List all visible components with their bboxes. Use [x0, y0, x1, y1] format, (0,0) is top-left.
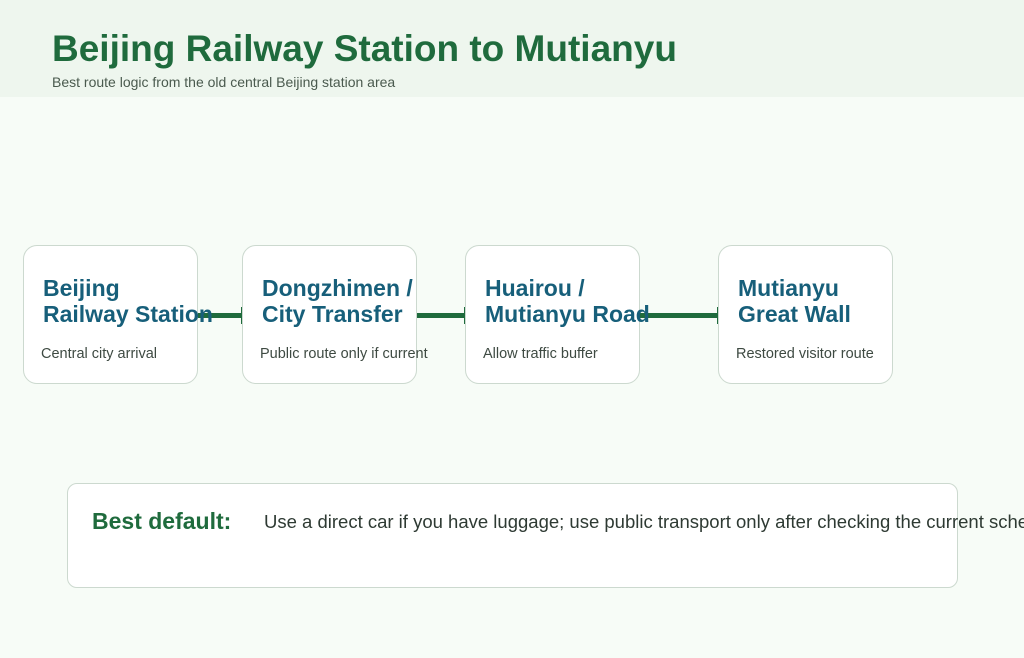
step-title-line: Huairou / [485, 275, 585, 301]
connector-arrow-3 [640, 307, 719, 324]
note-text: Use a direct car if you have luggage; us… [264, 511, 1024, 532]
step-subtitle: Allow traffic buffer [483, 346, 598, 362]
step-card-mutianyu: Mutianyu Great Wall Restored visitor rou… [718, 245, 893, 384]
step-title-line: City Transfer [262, 301, 403, 327]
step-title-line: Great Wall [738, 301, 851, 327]
connector-arrow-2 [417, 307, 466, 324]
step-title-line: Beijing [43, 275, 120, 301]
step-subtitle: Restored visitor route [736, 346, 874, 362]
step-title: Beijing Railway Station [43, 275, 213, 327]
note-label: Best default: [92, 508, 232, 534]
step-title-line: Mutianyu [738, 275, 839, 301]
step-title: Dongzhimen / City Transfer [262, 275, 413, 327]
step-subtitle: Central city arrival [41, 346, 158, 362]
page-subtitle: Best route logic from the old central Be… [52, 74, 396, 90]
page-title: Beijing Railway Station to Mutianyu [52, 28, 677, 69]
step-card-huairou: Huairou / Mutianyu Road Allow traffic bu… [465, 245, 650, 384]
step-title: Mutianyu Great Wall [738, 275, 851, 327]
step-subtitle: Public route only if current [260, 346, 428, 362]
step-card-beijing-railway-station: Beijing Railway Station Central city arr… [23, 245, 213, 384]
step-title-line: Mutianyu Road [485, 301, 650, 327]
step-card-dongzhimen: Dongzhimen / City Transfer Public route … [242, 245, 428, 384]
step-title: Huairou / Mutianyu Road [485, 275, 650, 327]
step-title-line: Railway Station [43, 301, 213, 327]
step-title-line: Dongzhimen / [262, 275, 413, 301]
note-box [67, 483, 958, 588]
header-band [0, 0, 1024, 97]
